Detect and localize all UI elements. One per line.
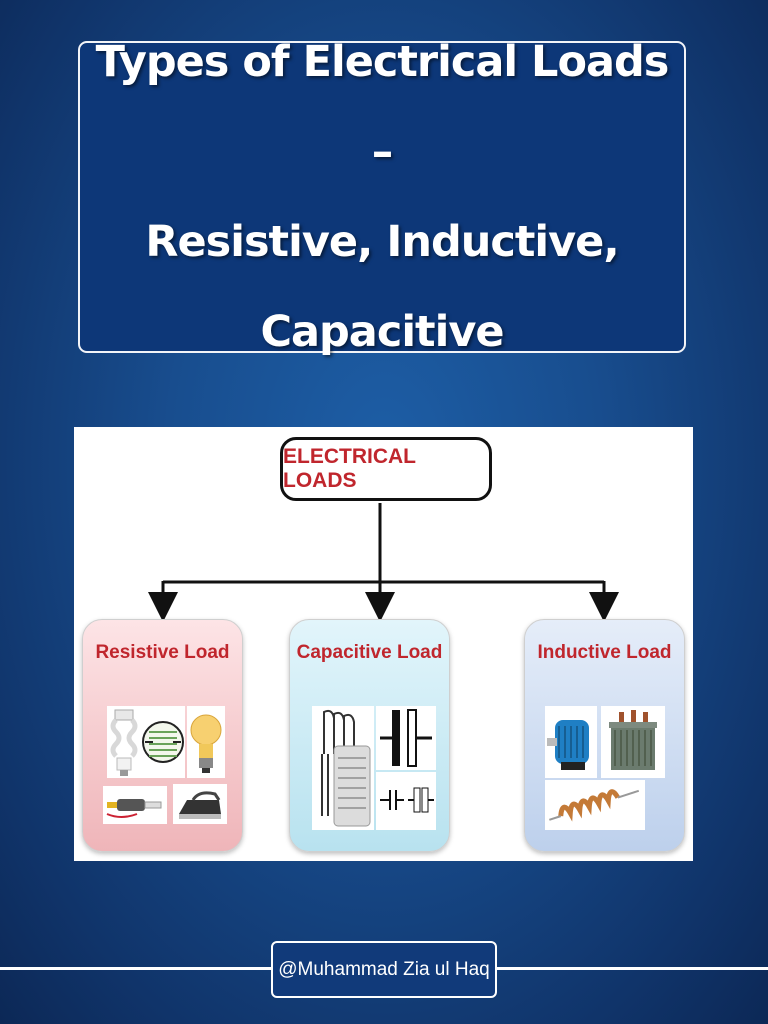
root-node: ELECTRICAL LOADS [280, 437, 492, 501]
transformer-icon [601, 706, 665, 778]
connector-lines [148, 503, 619, 622]
resistive-load-label: Resistive Load [95, 642, 230, 663]
title-line-1: Types of Electrical Loads – [95, 37, 670, 177]
load-diagram: ELECTRICAL LOADS Resistive Load [74, 427, 693, 861]
credit-divider-right [496, 967, 768, 970]
root-label: ELECTRICAL LOADS [283, 445, 416, 492]
credit-text: @Muhammad Zia ul Haq [278, 958, 490, 980]
capacitive-load-card: Capacitive Load [289, 619, 450, 852]
capacitor-symbols-icon [376, 772, 436, 830]
title-box: Types of Electrical Loads – Resistive, I… [78, 37, 686, 357]
inductive-load-card: Inductive Load [524, 619, 685, 852]
page-title: Types of Electrical Loads – Resistive, I… [80, 17, 684, 377]
resistive-load-card: Resistive Load [82, 619, 243, 852]
motor-run-capacitor-icon [312, 706, 374, 830]
soldering-iron-icon [103, 786, 167, 824]
inductive-load-label: Inductive Load [537, 642, 672, 663]
title-line-3: Capacitive [260, 307, 504, 357]
credit-divider-left [0, 967, 272, 970]
capacitive-load-label: Capacitive Load [296, 642, 443, 663]
credit-badge: @Muhammad Zia ul Haq [271, 941, 497, 998]
electric-motor-icon [545, 706, 597, 778]
heater-coil-icon [141, 706, 185, 778]
clothes-iron-icon [173, 784, 227, 824]
capacitor-symbol-icon [376, 706, 436, 770]
cfl-bulb-icon [107, 706, 141, 778]
incandescent-bulb-icon [187, 706, 225, 778]
inductor-coil-icon [545, 780, 645, 830]
title-line-2: Resistive, Inductive, [145, 217, 619, 267]
